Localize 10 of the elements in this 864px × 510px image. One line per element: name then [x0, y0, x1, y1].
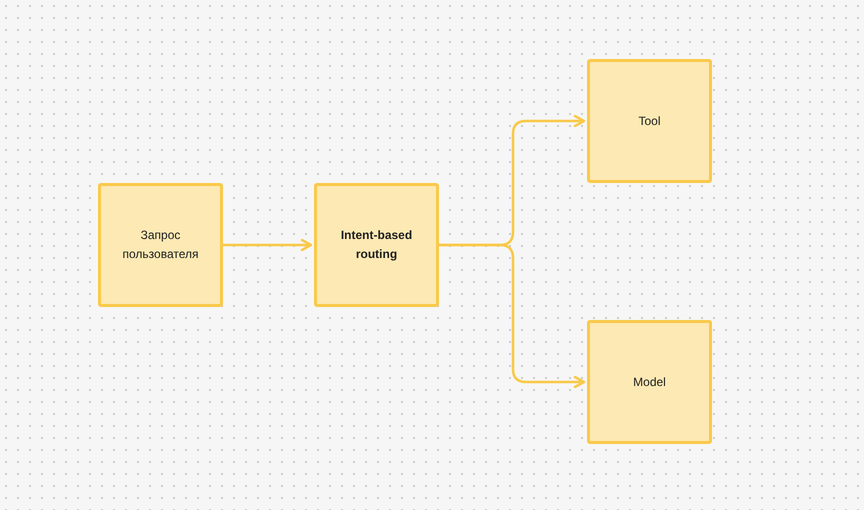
node-label: Запрос пользователя — [122, 227, 200, 263]
process-box — [587, 320, 712, 444]
node-label: Intent-based routing — [340, 227, 414, 263]
node-label: Tool — [638, 112, 660, 130]
arrow — [223, 238, 312, 252]
process-box — [98, 183, 223, 307]
node-label: Model — [633, 374, 666, 391]
process-box — [314, 183, 439, 307]
process-box — [587, 59, 712, 183]
arrow — [439, 244, 586, 388]
